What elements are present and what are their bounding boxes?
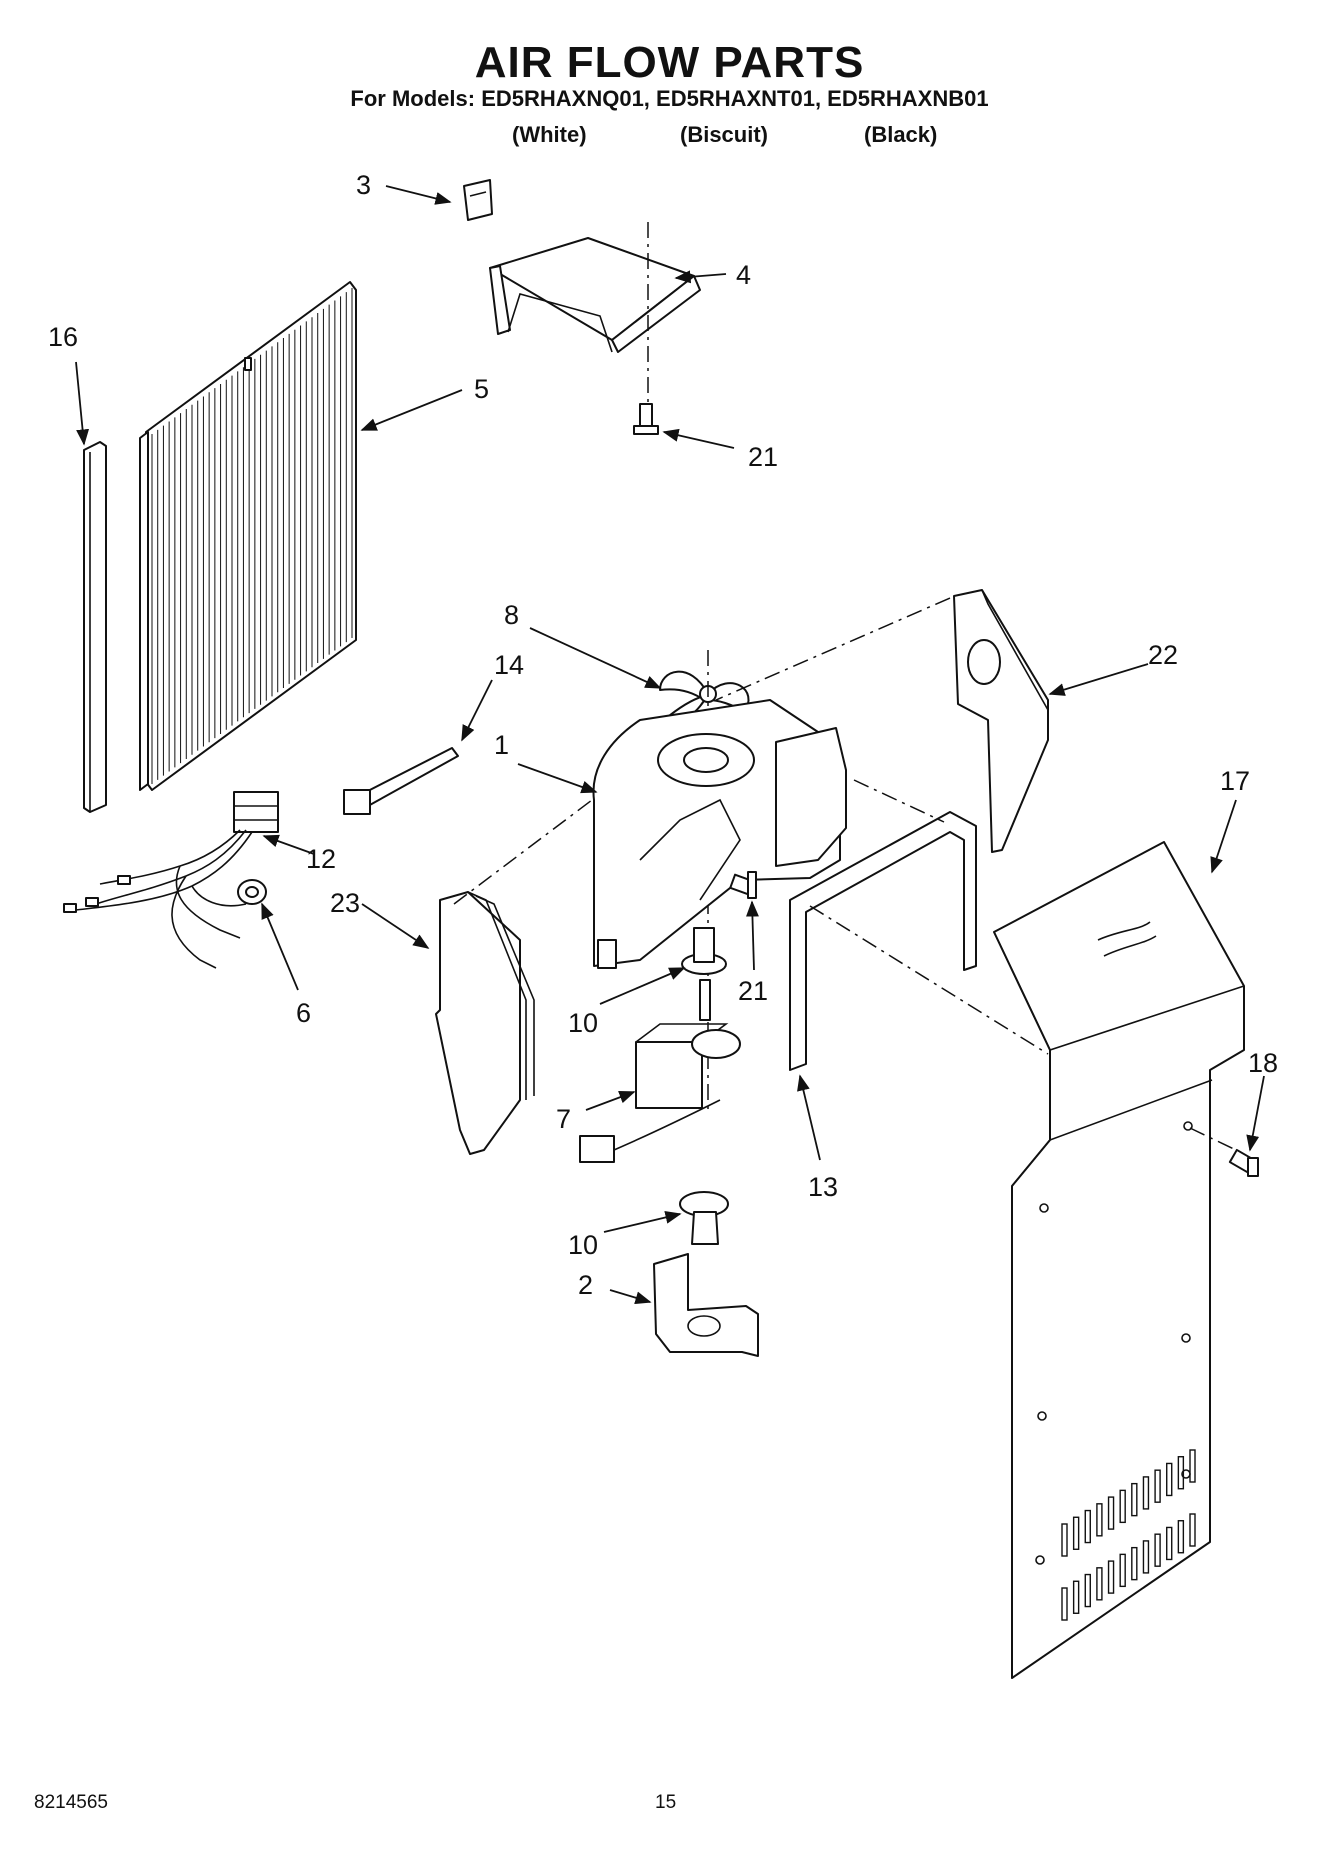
- callout-12: 12: [306, 844, 336, 874]
- part-23-air-baffle: [435, 891, 535, 1155]
- part-2-motor-bracket: [653, 1253, 759, 1357]
- alignment-lines: [453, 597, 1237, 1151]
- part-12-wiring-harness: [63, 791, 279, 969]
- callout-2: 2: [578, 1270, 593, 1300]
- part-14-wire-tie: [343, 747, 459, 815]
- page-title: AIR FLOW PARTS: [474, 38, 865, 87]
- callout-7: 7: [556, 1104, 571, 1134]
- evaporator-fins: [151, 288, 353, 784]
- callout-17: 17: [1220, 766, 1250, 796]
- part-1-fan-shroud: [592, 699, 847, 969]
- callout-1: 1: [494, 730, 509, 760]
- part-13-duct-channel: [789, 811, 977, 1071]
- callout-5: 5: [474, 374, 489, 404]
- part-3-clip: [463, 179, 493, 221]
- panel-louvers: [1061, 1449, 1196, 1621]
- part-6-thermistor: [237, 879, 267, 905]
- callout-21-mid: 21: [738, 976, 768, 1006]
- part-5-evaporator: [139, 281, 357, 791]
- callout-10-lower: 10: [568, 1230, 598, 1260]
- document-number: 8214565: [34, 1792, 108, 1813]
- callout-13: 13: [808, 1172, 838, 1202]
- callout-6: 6: [296, 998, 311, 1028]
- color-black: (Black): [864, 122, 938, 147]
- callout-10-upper: 10: [568, 1008, 598, 1038]
- color-white: (White): [512, 122, 587, 147]
- callout-22: 22: [1148, 640, 1178, 670]
- callout-3: 3: [356, 170, 371, 200]
- part-4-top-bracket: [489, 222, 701, 430]
- callout-18: 18: [1248, 1048, 1278, 1078]
- callout-4: 4: [736, 260, 751, 290]
- part-7-fan-motor: [579, 979, 741, 1163]
- part-18-screw: [1228, 1148, 1259, 1177]
- part-22-side-baffle: [953, 589, 1049, 853]
- color-biscuit: (Biscuit): [680, 122, 768, 147]
- page-number: 15: [655, 1792, 677, 1813]
- callout-labels: 3 4 16 5 21 8 22 14 1 17 12 23 6 21 10 1…: [48, 170, 1278, 1300]
- callout-arrows: [75, 185, 1265, 1305]
- callout-14: 14: [494, 650, 524, 680]
- callout-21-top: 21: [748, 442, 778, 472]
- part-21-screw-top: [633, 403, 659, 435]
- callout-23: 23: [330, 888, 360, 918]
- callout-8: 8: [504, 600, 519, 630]
- callout-16: 16: [48, 322, 78, 352]
- part-16-seal-strip: [83, 441, 107, 813]
- part-10-grommet-lower: [679, 1191, 729, 1245]
- part-17-air-duct-cover: [993, 841, 1245, 1679]
- models-line: For Models: ED5RHAXNQ01, ED5RHAXNT01, ED…: [350, 86, 989, 111]
- part-21-screw-mid: [729, 871, 757, 899]
- part-10-grommet-upper: [681, 927, 727, 975]
